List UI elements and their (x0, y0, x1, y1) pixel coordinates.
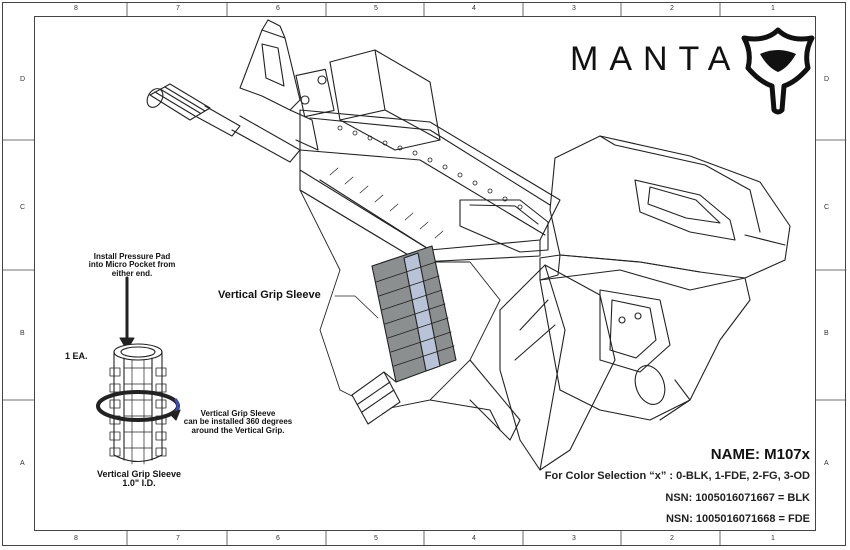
zone-label: C (20, 204, 26, 211)
zone-label: C (824, 204, 830, 211)
zone-label: 4 (472, 5, 476, 12)
zone-label: 8 (74, 5, 78, 12)
zone-label: 8 (74, 535, 78, 542)
zone-label: 4 (472, 535, 476, 542)
zone-label: 3 (572, 5, 576, 12)
zone-label: D (20, 76, 26, 83)
vertical-grip (351, 245, 457, 425)
nsn-fde: NSN: 1005016071668 = FDE (665, 513, 810, 525)
lower-receiver (539, 269, 751, 421)
nsn-black: NSN: 1005016071667 = BLK (665, 492, 810, 504)
grip-sleeve-callout: Vertical Grip Sleeve (218, 289, 321, 301)
optic-mount (295, 49, 441, 151)
zone-label: 5 (374, 5, 378, 12)
install-line: either end. (111, 268, 153, 278)
color-selection-note: For Color Selection “x” : 0-BLK, 1-FDE, … (544, 470, 810, 482)
zone-label: 5 (374, 535, 378, 542)
product-name: NAME: M107x (710, 446, 810, 463)
rotation-ring (96, 390, 181, 422)
zone-label: 7 (176, 5, 180, 12)
zone-label: 6 (276, 535, 280, 542)
rotation-line: can be installed 360 degrees (183, 417, 293, 427)
zone-label: 6 (276, 5, 280, 12)
rotation-note: Vertical Grip Sleeve can be installed 36… (178, 409, 298, 435)
magazine (499, 264, 616, 471)
brand-logo-text: MANTA (570, 40, 742, 78)
install-line: into Micro Pocket from (88, 260, 176, 270)
zone-label: D (824, 76, 830, 83)
pressure-pad-arrow (119, 276, 135, 351)
zone-label: 3 (572, 535, 576, 542)
install-line: Install Pressure Pad (93, 252, 171, 261)
zone-label: 7 (176, 535, 180, 542)
detail-line: 1.0" I.D. (122, 478, 156, 489)
zone-label: B (824, 330, 829, 337)
upper-receiver (539, 135, 791, 281)
detail-caption: Vertical Grip Sleeve 1.0" I.D. (84, 469, 194, 489)
zone-label: B (20, 330, 25, 337)
detail-line: Vertical Grip Sleeve (96, 469, 182, 479)
zone-label: 1 (771, 5, 775, 12)
flash-hider (146, 83, 301, 163)
zone-label: 2 (670, 535, 674, 542)
detail-grip-sleeve (109, 343, 167, 465)
zone-label: 1 (771, 535, 775, 542)
manta-ray-logo-icon (741, 27, 815, 115)
zone-label: A (824, 460, 829, 467)
rotation-line: Vertical Grip Sleeve (200, 409, 276, 418)
rotation-line: around the Vertical Grip. (191, 425, 285, 435)
install-instructions: Install Pressure Pad into Micro Pocket f… (82, 252, 182, 278)
receiver-body (299, 189, 521, 441)
quantity-label: 1 EA. (65, 351, 88, 361)
front-sight (239, 19, 319, 151)
handguard-rail (299, 109, 561, 263)
zone-label: 2 (670, 5, 674, 12)
drawing-inner-border (34, 16, 816, 531)
zone-label: A (20, 460, 25, 467)
